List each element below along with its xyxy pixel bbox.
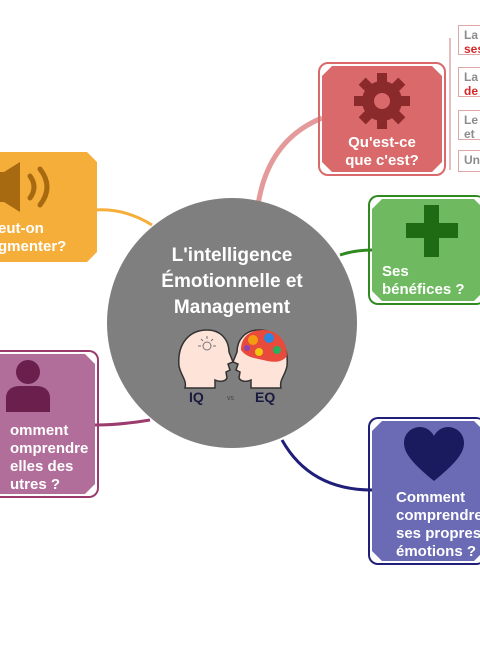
connector-own [280, 439, 373, 492]
eq-label: EQ [255, 389, 275, 405]
connector-what [255, 115, 323, 206]
gear-icon [353, 72, 411, 130]
speaker-icon [0, 162, 62, 212]
branch-others-node[interactable]: omment omprendre elles des utres ? [0, 354, 95, 494]
leaf-item[interactable]: Un [458, 150, 480, 172]
branch-benefits-label: Ses bénéfices ? [382, 263, 465, 298]
leaf-item[interactable]: La ses [458, 25, 480, 55]
leaf-line1: La [464, 28, 479, 42]
central-topic-title: L'intelligence Émotionnelle et Managemen… [161, 245, 303, 318]
branch-what-label: Qu'est-ce que c'est? [345, 134, 419, 169]
branch-increase-node[interactable]: eut-on gmenter? [0, 152, 97, 262]
branch-benefits-frame [368, 195, 480, 305]
leaf-line2: ses [464, 42, 480, 55]
leaf-line1: Un [464, 153, 480, 167]
leaf-line1: La [464, 70, 479, 84]
leaf-line1: Le [464, 113, 479, 127]
branch-increase-label: eut-on gmenter? [0, 220, 67, 255]
leaf-line2: de [464, 84, 479, 97]
eq-head-icon [232, 329, 288, 389]
branch-own-label: Comment comprendre ses propres émotions … [396, 489, 480, 560]
branch-what-node[interactable]: Qu'est-ce que c'est? [322, 66, 442, 172]
connector-others [94, 418, 151, 427]
leaf-item[interactable]: La de [458, 67, 480, 97]
branch-others-label: omment omprendre elles des utres ? [10, 422, 89, 493]
vs-label: vs [227, 395, 235, 402]
iq-vs-eq-heads-image: IQ vs EQ [178, 329, 288, 405]
branch-benefits-node[interactable]: Ses bénéfices ? [372, 199, 480, 301]
iq-label: IQ [189, 389, 204, 405]
heart-icon [402, 427, 466, 483]
branch-others-frame [0, 350, 99, 498]
branch-own-node[interactable]: Comment comprendre ses propres émotions … [372, 421, 480, 561]
plus-icon [404, 203, 460, 259]
leaf-line2: et [464, 127, 475, 140]
leaf-item[interactable]: Le et [458, 110, 480, 140]
branch-what-frame [318, 62, 446, 176]
branch-own-frame [368, 417, 480, 565]
central-topic[interactable]: L'intelligence Émotionnelle et Managemen… [107, 198, 357, 448]
person-icon [2, 358, 54, 414]
iq-head-icon [178, 329, 234, 389]
connector-increase [94, 208, 153, 227]
